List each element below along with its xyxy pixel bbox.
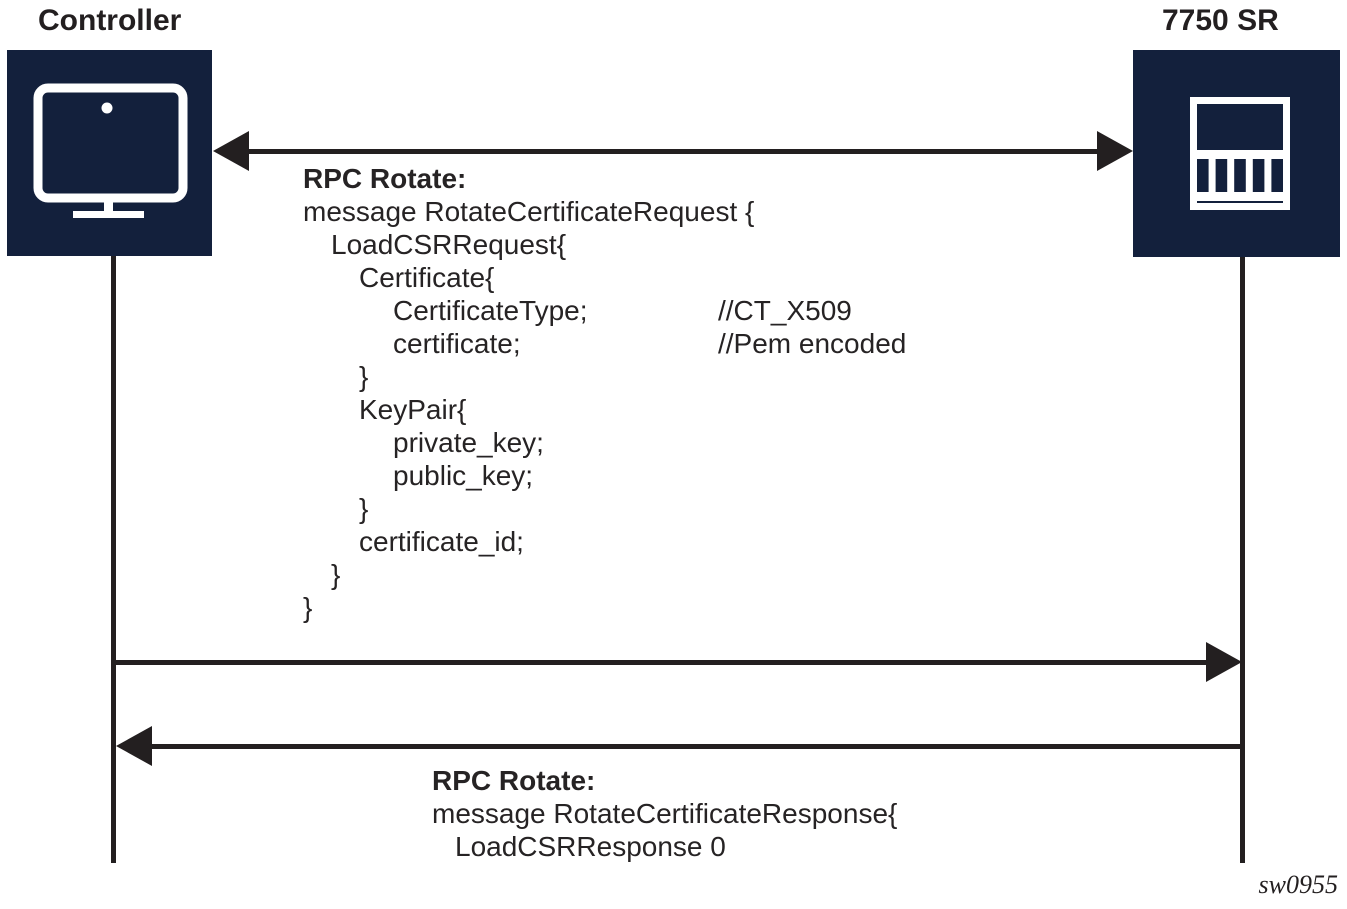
- response-code-block: RPC Rotate: message RotateCertificateRes…: [432, 764, 897, 863]
- code-line: CertificateType;//CT_X509: [393, 295, 852, 326]
- request-arrowhead-icon: [1206, 642, 1242, 682]
- code-line: }: [359, 493, 369, 524]
- actor-label-controller: Controller: [38, 4, 182, 37]
- controller-node: [7, 50, 212, 256]
- response-arrow-line: [150, 744, 1242, 749]
- bidirectional-arrow-line: [247, 149, 1102, 154]
- code-line: LoadCSRResponse 0: [455, 831, 726, 862]
- code-comment: //Pem encoded: [718, 328, 907, 359]
- code-line: private_key;: [393, 427, 544, 458]
- code-line: Certificate{: [359, 262, 495, 293]
- code-line: certificate;//Pem encoded: [393, 328, 907, 359]
- actor-label-7750sr: 7750 SR: [1162, 4, 1279, 37]
- code-line: }: [303, 592, 313, 623]
- code-line: LoadCSRRequest{: [331, 229, 567, 260]
- code-line: }: [331, 559, 341, 590]
- lifeline-router: [1240, 257, 1245, 863]
- code-comment: //CT_X509: [718, 295, 852, 326]
- arrowhead-right-icon: [1097, 131, 1133, 171]
- response-title: RPC Rotate:: [432, 765, 596, 796]
- request-title: RPC Rotate:: [303, 163, 467, 194]
- lifeline-controller: [111, 256, 116, 863]
- router-chassis-icon: [1190, 97, 1290, 210]
- code-line: KeyPair{: [359, 394, 467, 425]
- figure-id: sw0955: [1258, 870, 1338, 899]
- arrowhead-left-icon: [213, 131, 249, 171]
- request-arrow-line: [113, 660, 1208, 665]
- response-arrowhead-icon: [116, 726, 152, 766]
- request-code-block: RPC Rotate: message RotateCertificateReq…: [303, 162, 906, 624]
- code-line: message RotateCertificateResponse{: [432, 798, 898, 829]
- router-node: [1133, 50, 1340, 257]
- code-line: certificate_id;: [359, 526, 524, 557]
- code-line: public_key;: [393, 460, 534, 491]
- monitor-icon: [33, 83, 188, 218]
- code-line: message RotateCertificateRequest {: [303, 196, 755, 227]
- code-line: }: [359, 361, 369, 392]
